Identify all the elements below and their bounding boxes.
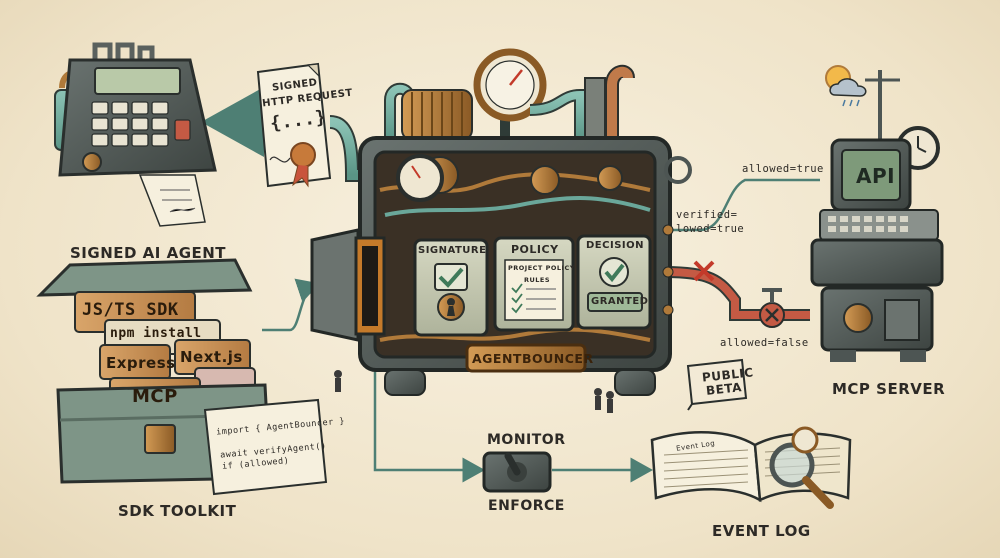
sdk-tag-2: Express <box>106 354 176 372</box>
flow-allowed-true: allowed=true <box>742 163 824 175</box>
sdk-tag-1: npm install <box>110 326 202 341</box>
blocked-x-icon <box>693 260 715 282</box>
panel-policy-label: POLICY <box>511 243 559 256</box>
sdk-tag-3: Next.js <box>180 348 243 366</box>
flow-allowed-false: allowed=false <box>720 337 809 349</box>
code-card <box>203 398 328 496</box>
arrow-to-monitor <box>373 365 485 483</box>
label-enforce: ENFORCE <box>488 498 565 514</box>
toggle-lever <box>504 452 521 476</box>
label-monitor: MONITOR <box>487 432 566 448</box>
sdk-tag-4: MCP <box>132 386 178 407</box>
wax-seal-icon <box>290 142 316 168</box>
label-mcp-server: MCP SERVER <box>832 380 946 398</box>
tiny-people <box>334 370 614 413</box>
keyboard <box>819 209 939 241</box>
check-icon-decision <box>604 263 625 283</box>
magnifier-icon <box>769 442 815 488</box>
panel-granted-label: GRANTED <box>591 296 649 307</box>
label-sdk-toolkit: SDK TOOLKIT <box>118 502 237 520</box>
sdk-toolkit-chest <box>36 258 328 496</box>
public-beta-sign <box>686 358 748 411</box>
pipes <box>201 87 820 483</box>
flow-verified: verified= <box>676 209 738 221</box>
event-log-book <box>650 426 852 509</box>
sdk-tag-0: JS/TS SDK <box>82 300 179 320</box>
valve-wheel-icon <box>664 156 692 184</box>
check-icon <box>438 267 464 288</box>
agentbouncer-machine <box>310 48 692 396</box>
panel-policy-rules: RULES <box>524 276 551 284</box>
label-event-log: EVENT LOG <box>712 522 811 540</box>
flow-allowed-true-inner: lowed=true <box>676 223 745 235</box>
side-door <box>310 228 360 342</box>
arrow-sdk-to-door <box>262 278 320 332</box>
line-allowed-true <box>665 178 820 232</box>
server-gear-icon <box>843 303 873 333</box>
mcp-server-machine <box>759 65 944 362</box>
chest-lock-icon <box>144 424 176 454</box>
server-screen <box>841 149 901 201</box>
pipe-allowed-false <box>664 268 810 319</box>
request-pipe <box>329 117 375 180</box>
panel-decision-label: DECISION <box>586 240 644 251</box>
nameplate <box>465 343 587 373</box>
nameplate-text: AGENTBOUNCER <box>472 351 594 366</box>
monitor-enforce-switch <box>482 451 552 493</box>
signed-request-document <box>256 62 332 188</box>
server-screen-text: API <box>856 164 896 188</box>
panel-policy-doc: PROJECT POLICY <box>508 264 575 272</box>
panel-signature-label: SIGNATURE <box>418 245 487 256</box>
cloud-icon <box>829 78 867 97</box>
signed-agent-machine <box>54 42 217 227</box>
label-signed-agent: SIGNED AI AGENT <box>70 244 227 262</box>
stopwatch-icon <box>791 426 819 454</box>
